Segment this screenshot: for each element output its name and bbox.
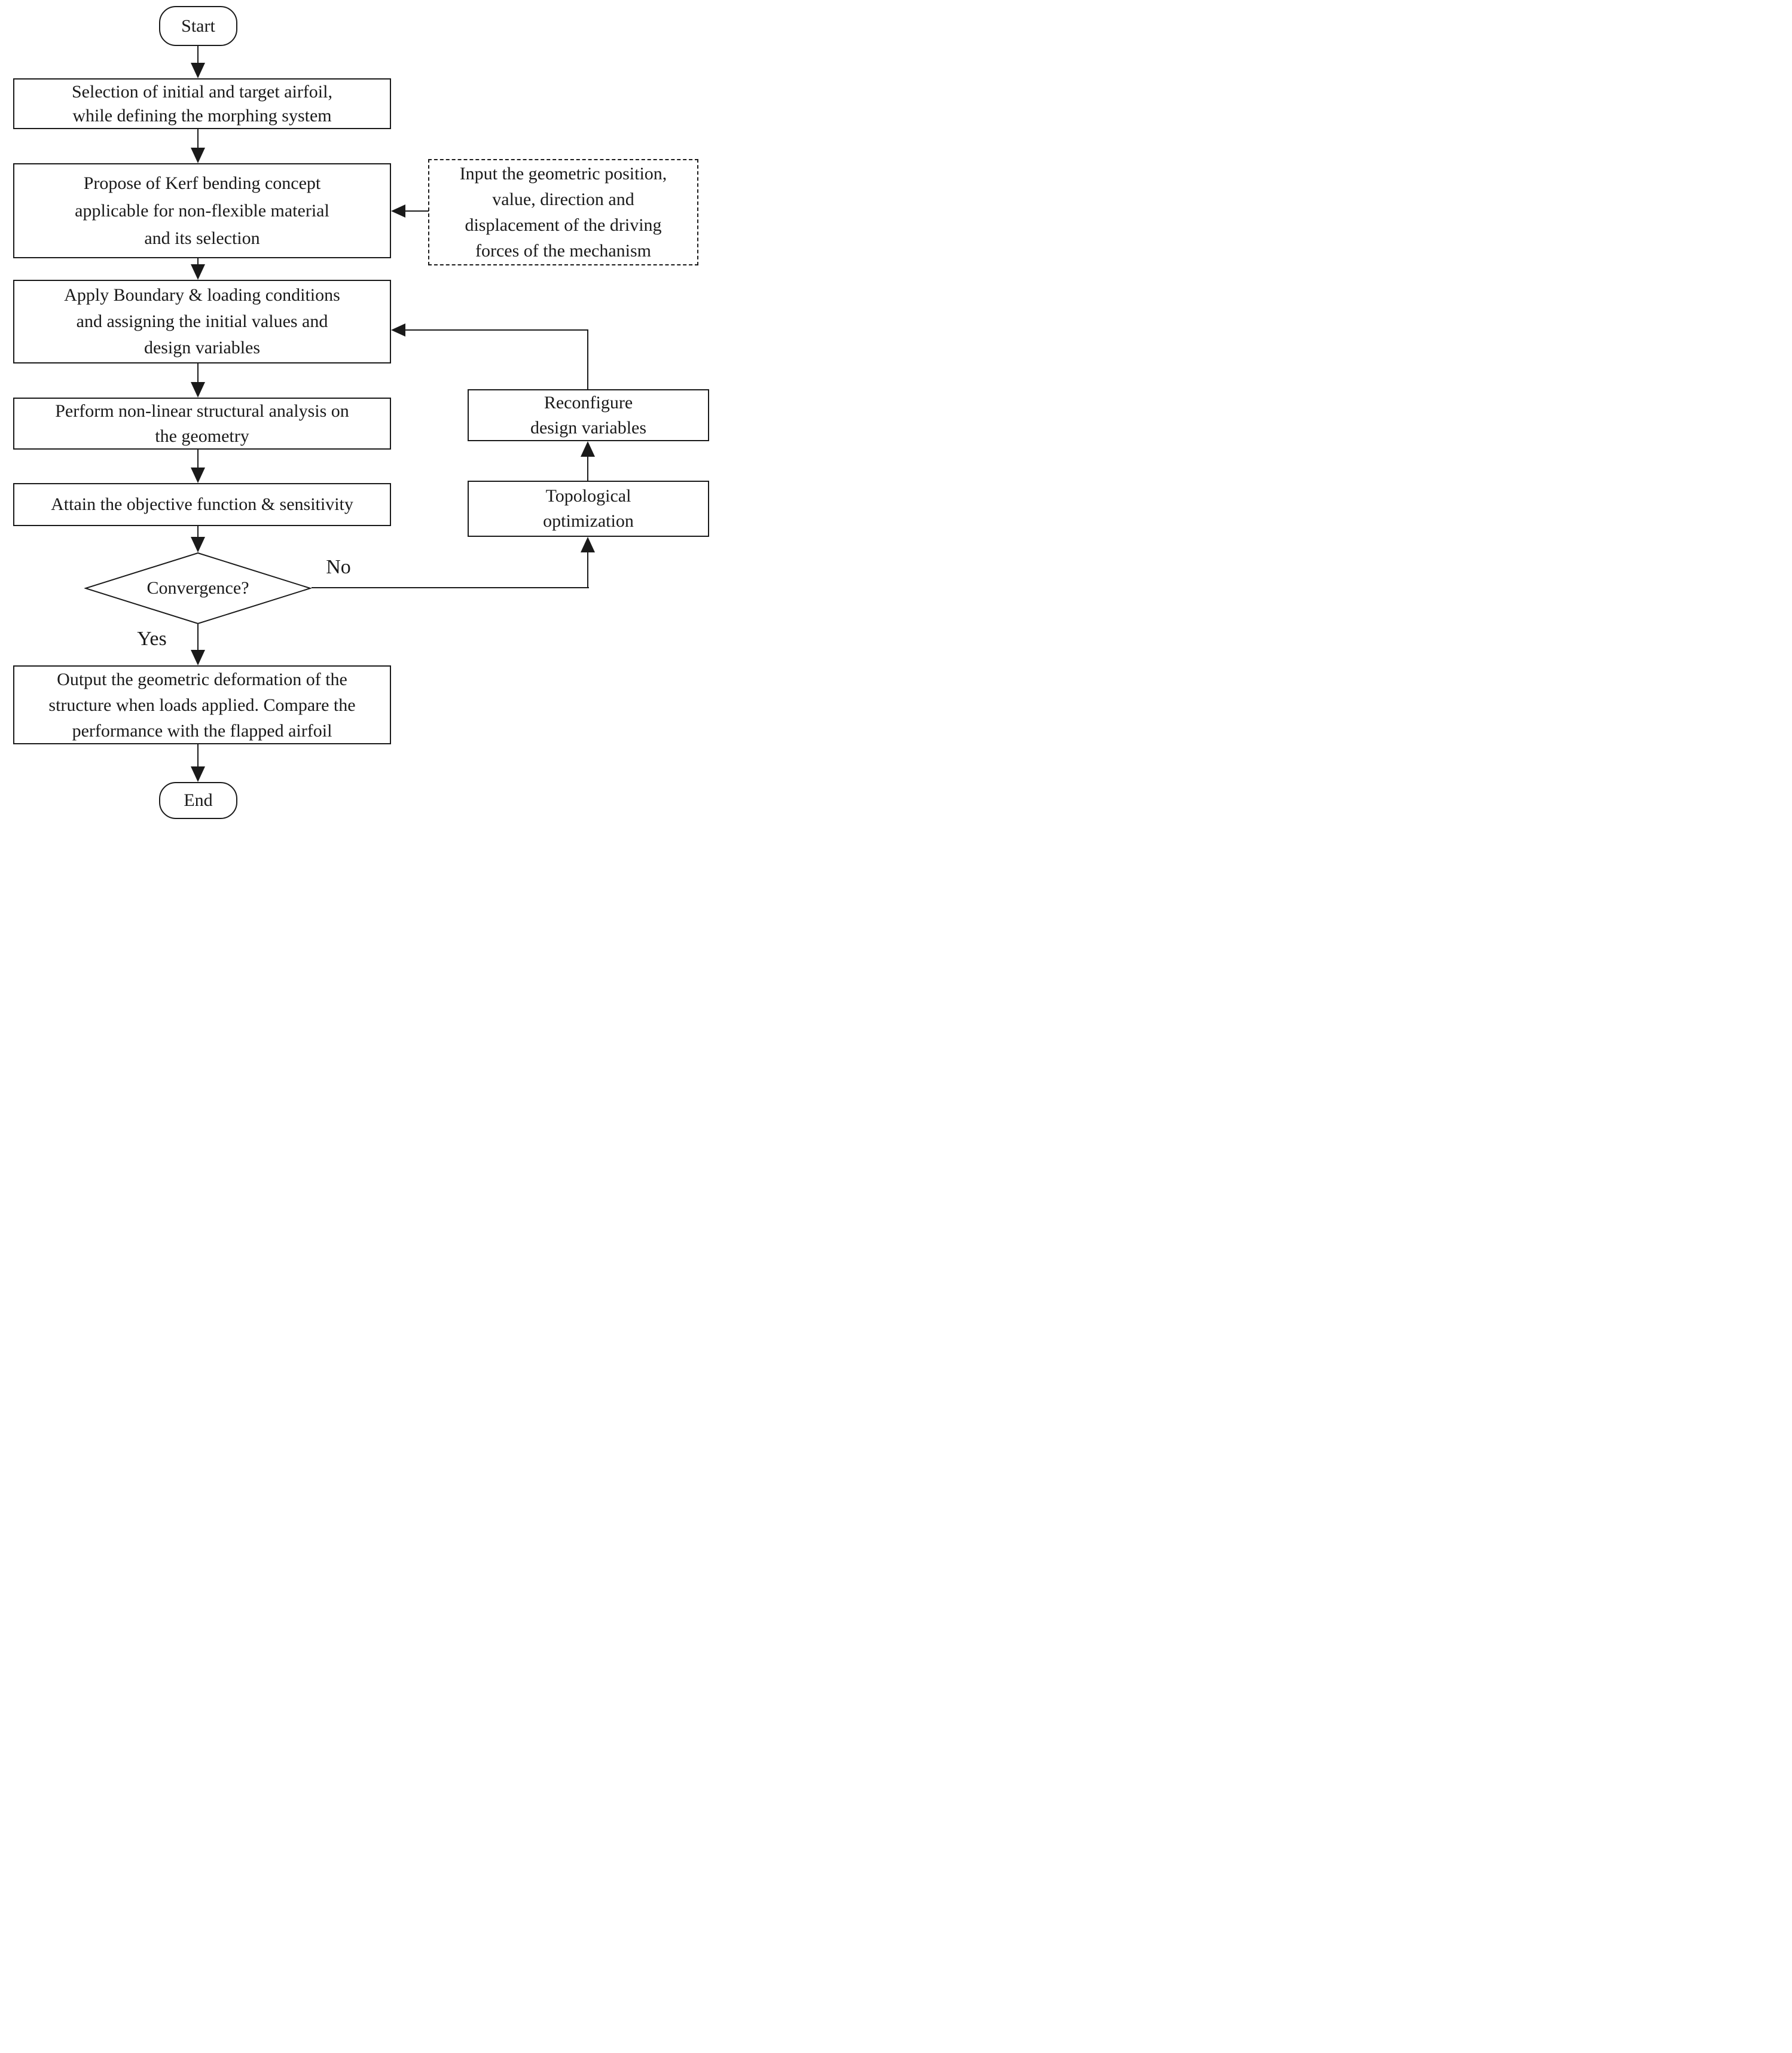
no-branch-line-vertical: [587, 551, 588, 588]
decision-label: Convergence?: [146, 578, 249, 598]
arrowhead-down-icon: [191, 537, 205, 552]
end-terminal: End: [159, 782, 237, 819]
arrowhead-down-icon: [191, 148, 205, 163]
process-text-line: optimization: [543, 511, 634, 531]
feedback-line-vertical: [587, 330, 588, 389]
arrowhead-down-icon: [191, 650, 205, 665]
process-reconfigure-variables: Reconfigure design variables: [468, 389, 709, 441]
process-text-line: and assigning the initial values and: [76, 311, 328, 331]
diamond-shape: [84, 552, 312, 624]
input-text-line: value, direction and: [492, 190, 634, 209]
connector-kerf-to-boundary: [197, 258, 199, 265]
process-text-line: and its selection: [144, 228, 260, 248]
connector-boundary-to-analysis: [197, 363, 199, 383]
input-text-line: Input the geometric position,: [459, 164, 667, 184]
flowchart-canvas: Start Selection of initial and target ai…: [0, 0, 717, 821]
connector-objective-to-convergence: [197, 526, 199, 538]
process-text-line: design variables: [144, 338, 261, 358]
decision-convergence: Convergence?: [84, 552, 312, 624]
arrowhead-up-icon: [581, 537, 595, 552]
process-text-line: the geometry: [155, 426, 249, 446]
process-text-line: Output the geometric deformation of the: [57, 669, 347, 689]
process-selection-airfoil: Selection of initial and target airfoil,…: [13, 78, 391, 129]
arrowhead-down-icon: [191, 382, 205, 398]
process-topological-optimization: Topological optimization: [468, 481, 709, 537]
process-text-line: Selection of initial and target airfoil,: [72, 81, 332, 102]
connector-output-to-end: [197, 744, 199, 768]
connector-start-to-selection: [197, 46, 199, 64]
arrowhead-up-icon: [581, 441, 595, 457]
process-text-line: design variables: [530, 417, 647, 438]
arrowhead-down-icon: [191, 766, 205, 782]
connector-topological-to-reconfigure: [587, 456, 588, 481]
end-label: End: [184, 790, 213, 810]
feedback-line-horizontal: [405, 329, 588, 331]
process-text-line: Propose of Kerf bending concept: [83, 173, 321, 193]
input-text-line: forces of the mechanism: [475, 241, 652, 261]
process-text-line: Reconfigure: [544, 392, 633, 413]
input-forces-dashed-box: Input the geometric position, value, dir…: [428, 159, 698, 265]
process-text-line: Apply Boundary & loading conditions: [64, 285, 340, 305]
process-text-line: Topological: [545, 486, 631, 506]
branch-yes-label: Yes: [137, 628, 167, 650]
arrowhead-down-icon: [191, 468, 205, 483]
process-text-line: structure when loads applied. Compare th…: [48, 695, 356, 715]
process-kerf-concept: Propose of Kerf bending concept applicab…: [13, 163, 391, 258]
arrowhead-left-icon: [391, 323, 405, 337]
process-text-line: Perform non-linear structural analysis o…: [55, 401, 349, 421]
start-terminal: Start: [159, 6, 237, 46]
connector-input-to-kerf: [405, 210, 429, 212]
connector-selection-to-kerf: [197, 129, 199, 149]
process-structural-analysis: Perform non-linear structural analysis o…: [13, 398, 391, 450]
process-boundary-conditions: Apply Boundary & loading conditions and …: [13, 280, 391, 363]
connector-analysis-to-objective: [197, 450, 199, 469]
process-text-line: performance with the flapped airfoil: [72, 720, 332, 741]
input-text-line: displacement of the driving: [465, 215, 662, 235]
process-text-line: applicable for non-flexible material: [75, 200, 329, 221]
arrowhead-down-icon: [191, 264, 205, 280]
process-output-deformation: Output the geometric deformation of the …: [13, 665, 391, 744]
process-objective-function: Attain the objective function & sensitiv…: [13, 483, 391, 526]
arrowhead-down-icon: [191, 63, 205, 78]
process-text-line: while defining the morphing system: [72, 105, 332, 126]
branch-no-label: No: [326, 556, 351, 578]
connector-convergence-to-output: [197, 624, 199, 651]
start-label: Start: [181, 16, 215, 36]
no-branch-line-horizontal: [312, 587, 589, 588]
arrowhead-left-icon: [391, 204, 405, 218]
process-text-line: Attain the objective function & sensitiv…: [51, 494, 353, 514]
